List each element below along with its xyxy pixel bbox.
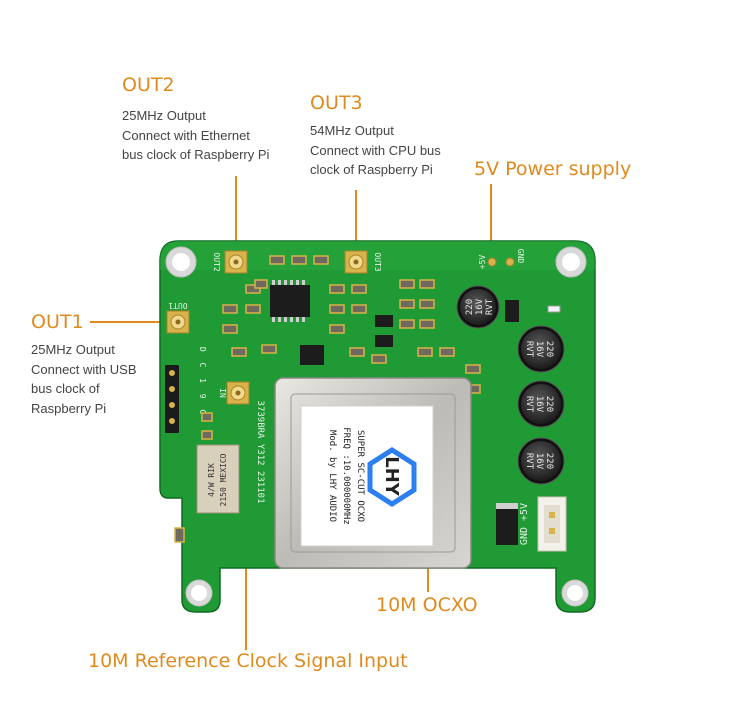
- cap4-brand: RVT: [524, 453, 534, 470]
- cap1-voltage: 16V: [475, 298, 485, 315]
- cap3-brand: RVT: [524, 396, 534, 413]
- trimmer-label-2: 2150 MEXICO: [219, 453, 228, 506]
- diode: [496, 503, 518, 545]
- out3-description: 54MHz Output Connect with CPU bus clock …: [310, 121, 441, 180]
- out2-line-3: bus clock of Raspberry Pi: [122, 147, 270, 162]
- electrolytic-capacitors: 220 16V RVT 220 16V RVT 220 16V RVT 220 …: [456, 285, 565, 485]
- out1-title: OUT1: [31, 311, 84, 333]
- pin-header: [165, 365, 179, 433]
- power-title: 5V Power supply: [474, 158, 632, 180]
- out1-line-4: Raspberry Pi: [31, 400, 107, 416]
- ocxo-label-line1: SUPER SC-CUT OCXO: [355, 430, 365, 522]
- power-connector: [537, 496, 567, 552]
- cap4-value: 220: [544, 453, 554, 469]
- mounting-holes: [165, 246, 589, 607]
- ic-chips: [270, 280, 519, 365]
- trimmer: 4/W RIK 2150 MEXICO: [196, 444, 240, 514]
- out1-description: 25MHz Output Connect with USB bus clock …: [31, 340, 137, 418]
- out1-line-1: 25MHz Output: [31, 342, 115, 357]
- silk-gnd: GND: [516, 249, 525, 264]
- cap3-value: 220: [544, 396, 554, 412]
- cap1-brand: RVT: [485, 298, 495, 315]
- cap2-brand: RVT: [524, 341, 534, 358]
- cap2-voltage: 16V: [534, 341, 544, 358]
- ocxo-label-line3: Mod. by LHY AUDIO: [327, 430, 337, 522]
- ocxo-logo-text: LHY: [381, 456, 402, 497]
- ocxo-module: SUPER SC-CUT OCXO FREQ :10.000000MHz Mod…: [274, 377, 472, 569]
- out1-line-2: Connect with USB: [31, 361, 137, 377]
- out3-line-2: Connect with CPU bus: [310, 142, 441, 158]
- ocxo-title: 10M OCXO: [376, 594, 478, 616]
- smd-components: [174, 255, 481, 543]
- cap3-voltage: 16V: [534, 396, 544, 413]
- silk-out3: OUT3: [373, 252, 382, 271]
- silk-out2: OUT2: [212, 252, 221, 271]
- silk-gnd-plus5v: GND +5V: [519, 503, 530, 545]
- ref-input-title: 10M Reference Clock Signal Input: [88, 650, 408, 672]
- silk-plus5v: +5V: [478, 255, 487, 270]
- out2-title: OUT2: [122, 74, 175, 96]
- out2-line-1: 25MHz Output: [122, 108, 206, 123]
- cap2-value: 220: [544, 341, 554, 357]
- out2-description: 25MHz Output Connect with Ethernet bus c…: [122, 106, 269, 165]
- silk-serial: 3739BRA Y312 231101: [255, 401, 265, 504]
- silk-in: IN: [218, 388, 227, 398]
- out1-line-3: bus clock of: [31, 381, 100, 396]
- ocxo-label-line2: FREQ :10.000000MHz: [341, 427, 351, 525]
- out3-title: OUT3: [310, 92, 363, 114]
- cap4-voltage: 16V: [534, 453, 544, 470]
- cap1-value: 220: [465, 299, 475, 315]
- trimmer-label-1: 4/W RIK: [207, 463, 216, 497]
- silk-header: D C 1 9 C: [198, 347, 207, 417]
- silk-out1: OUT1: [168, 301, 187, 310]
- out3-line-1: 54MHz Output: [310, 123, 394, 138]
- lhy-logo-icon: LHY: [367, 447, 417, 507]
- out3-line-3: clock of Raspberry Pi: [310, 162, 433, 177]
- ufl-connectors: [166, 250, 368, 405]
- led: [547, 305, 561, 313]
- out2-line-2: Connect with Ethernet: [122, 127, 250, 143]
